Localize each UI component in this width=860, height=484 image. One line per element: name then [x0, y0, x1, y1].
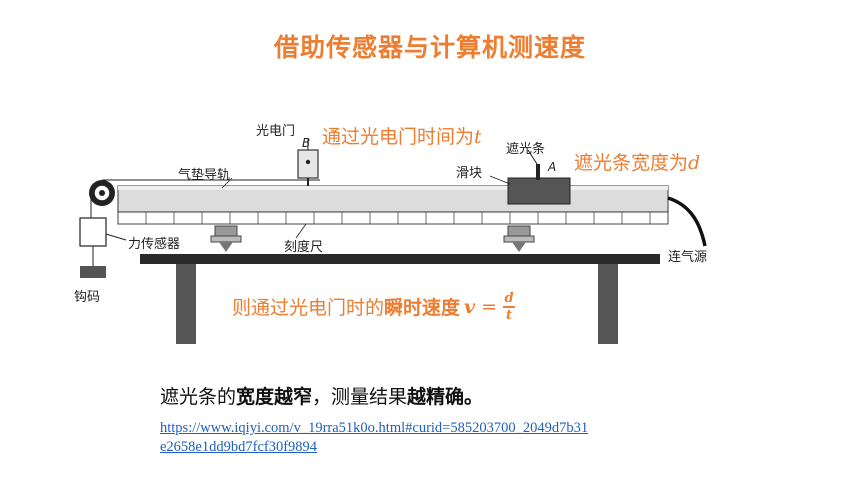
summary-text: 遮光条的宽度越窄，测量结果越精确。	[160, 386, 484, 408]
support-left	[214, 225, 238, 237]
air-track-rail	[117, 185, 669, 213]
slider	[507, 177, 571, 205]
table-top	[140, 254, 660, 264]
point-b-label: B	[302, 136, 311, 150]
width-annotation: 遮光条宽度为d	[574, 152, 701, 174]
air-source-label: 连气源	[668, 250, 708, 265]
time-annotation: 通过光电门时间为t	[322, 126, 482, 148]
shading-strip-label: 遮光条	[506, 142, 546, 157]
support-right	[507, 225, 531, 237]
ruler-label: 刻度尺	[284, 240, 324, 255]
video-link[interactable]: https://www.iqiyi.com/v_19rra51k0o.html#…	[160, 420, 589, 455]
support-right-base	[503, 235, 535, 243]
slider-label: 滑块	[456, 166, 483, 181]
page-title: 借助传感器与计算机测速度	[273, 33, 586, 62]
table-leg-left	[176, 262, 196, 344]
force-sensor-box	[79, 217, 107, 247]
ruler	[117, 211, 669, 225]
support-left-base	[210, 235, 242, 243]
air-hose	[667, 196, 707, 247]
photogate-label: 光电门	[256, 124, 296, 139]
air-track-label: 气垫导轨	[178, 168, 231, 183]
point-a-label: A	[548, 160, 557, 174]
force-sensor-label: 力传感器	[128, 237, 181, 252]
velocity-formula: 则通过光电门时的瞬时速度 v = d t	[232, 291, 515, 323]
hook-weight-label: 钩码	[74, 290, 101, 305]
ruler-ticks	[145, 212, 651, 224]
hook-weight	[80, 266, 106, 278]
fraction-d-over-t: d t	[503, 291, 515, 323]
table-leg-right	[598, 262, 618, 344]
shading-strip	[536, 164, 540, 180]
